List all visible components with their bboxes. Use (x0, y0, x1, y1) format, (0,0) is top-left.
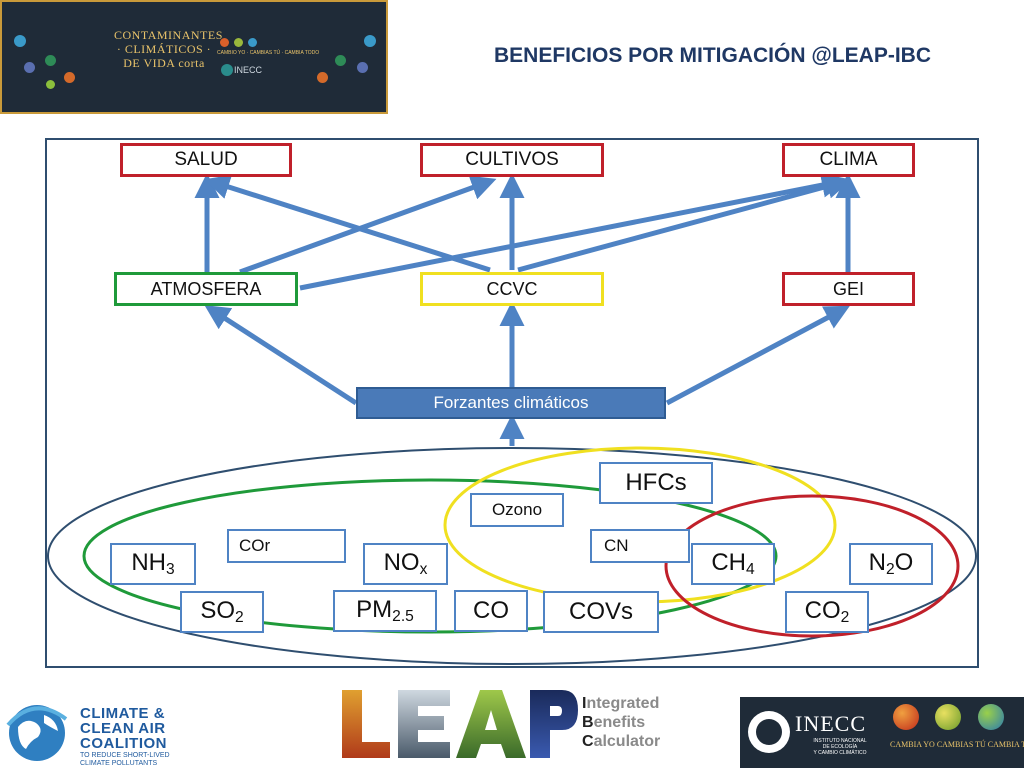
gei-box: GEI (782, 272, 915, 306)
icon-ch4-badge (45, 55, 56, 66)
globe-icon-3 (248, 38, 257, 47)
pollutant-co2: CO2 (785, 591, 869, 633)
globe-icon-2 (234, 38, 243, 47)
inecc-slogan: CAMBIA YO CAMBIAS TÚ CAMBIA TODO (890, 740, 1024, 749)
pollutant-hfcs: HFCs (599, 462, 713, 504)
forzantes-box: Forzantes climáticos (356, 387, 666, 419)
globe-icon (220, 38, 229, 47)
clima-box: CLIMA (782, 143, 915, 177)
icon-hfc-badge (64, 72, 75, 83)
icon-bc-badge (24, 62, 35, 73)
icon-co2-badge-right (364, 35, 376, 47)
ccvc-box: CCVC (420, 272, 604, 306)
pollutant-nox: NOx (363, 543, 448, 585)
pollutant-pm25: PM2.5 (333, 590, 437, 632)
cultivos-box: CULTIVOS (420, 143, 604, 177)
ccac-globe-icon (6, 705, 68, 761)
banner-slogan: CAMBIO YO · CAMBIAS TÚ · CAMBIA TODO (217, 50, 320, 56)
pollutant-ozono: Ozono (470, 493, 564, 527)
globe-green-icon (935, 704, 961, 730)
pollutant-so2: SO2 (180, 591, 264, 633)
pollutant-covs: COVs (543, 591, 659, 633)
icon-o3-badge (46, 80, 55, 89)
ccac-tagline: TO REDUCE SHORT-LIVED CLIMATE POLLUTANTS (80, 752, 170, 767)
pollutant-n2o: N2O (849, 543, 933, 585)
inecc-subtitle: INSTITUTO NACIONAL DE ECOLOGÍA Y CAMBIO … (813, 738, 867, 756)
page-title: BENEFICIOS POR MITIGACIÓN @LEAP-IBC (494, 44, 931, 67)
icon-bc-badge-right (357, 62, 368, 73)
pollutant-cn: CN (590, 529, 690, 563)
banner-title: CONTAMINANTES · CLIMÁTICOS · DE VIDA cor… (114, 28, 223, 70)
pollutant-nh3: NH3 (110, 543, 196, 585)
icon-co2-badge (14, 35, 26, 47)
contaminantes-banner: CONTAMINANTES · CLIMÁTICOS · DE VIDA cor… (0, 0, 388, 114)
ibc-text: Integrated Benefits Calculator (582, 695, 661, 750)
icon-ch4-badge-right (335, 55, 346, 66)
salud-box: SALUD (120, 143, 292, 177)
pollutant-co: CO (454, 590, 528, 632)
globe-blue-icon (978, 704, 1004, 730)
inecc-seal-inner-icon (756, 719, 782, 745)
atmosfera-box: ATMOSFERA (114, 272, 298, 306)
pollutant-cor: COr (227, 529, 346, 563)
icon-hfc-badge-right (317, 72, 328, 83)
inecc-name: INECC (795, 711, 866, 736)
ccac-name: CLIMATE & CLEAN AIR COALITION (80, 705, 167, 752)
pollutant-ch4: CH4 (691, 543, 775, 585)
globe-red-icon (893, 704, 919, 730)
leap-logo (342, 690, 578, 758)
inecc-seal-icon (221, 64, 233, 76)
banner-inecc: INECC (234, 65, 263, 75)
